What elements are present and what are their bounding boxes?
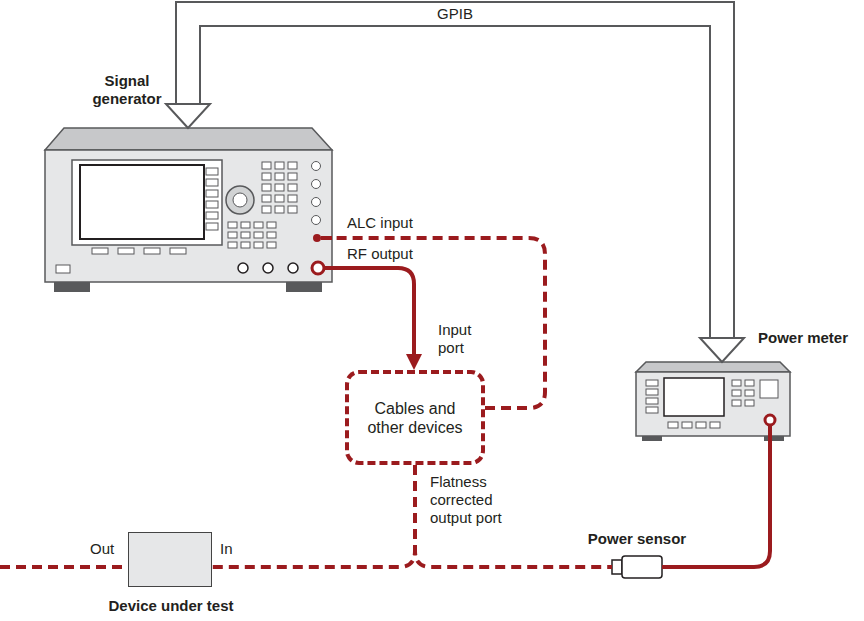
device-heading: Power sensor <box>570 530 704 548</box>
device-heading: Signal generator <box>82 72 172 108</box>
cable-connector <box>332 268 422 370</box>
device-heading: Device under test <box>87 597 255 615</box>
cable-connector <box>662 438 770 567</box>
cable-connector <box>415 465 612 567</box>
box-text: Cables and other devices <box>355 399 475 437</box>
cable-connector <box>332 238 545 408</box>
port-name: Input port <box>438 321 498 357</box>
power-meter: Power meter <box>636 362 790 438</box>
cable-connector <box>212 465 415 567</box>
gpib-bus-arrow <box>166 14 744 362</box>
power-sensor-illustration <box>612 556 662 578</box>
port-name: In <box>220 540 250 558</box>
device-heading: Power meter <box>748 329 858 347</box>
signal-generator-illustration <box>45 128 332 292</box>
bus-label: GPIB <box>434 5 476 23</box>
power-meter-illustration <box>636 362 790 441</box>
device-under-test: Device under test <box>128 532 212 587</box>
dut-output-line <box>0 565 128 569</box>
port-name: Out <box>90 540 124 558</box>
port-name: RF output <box>347 245 457 263</box>
power-sensor: Power sensor <box>612 556 662 580</box>
port-name: ALC input <box>347 214 457 232</box>
cables-box: Cables and other devices <box>345 370 485 465</box>
port-name: Flatness corrected output port <box>430 473 530 527</box>
signal-generator: Signal generator <box>42 128 332 292</box>
